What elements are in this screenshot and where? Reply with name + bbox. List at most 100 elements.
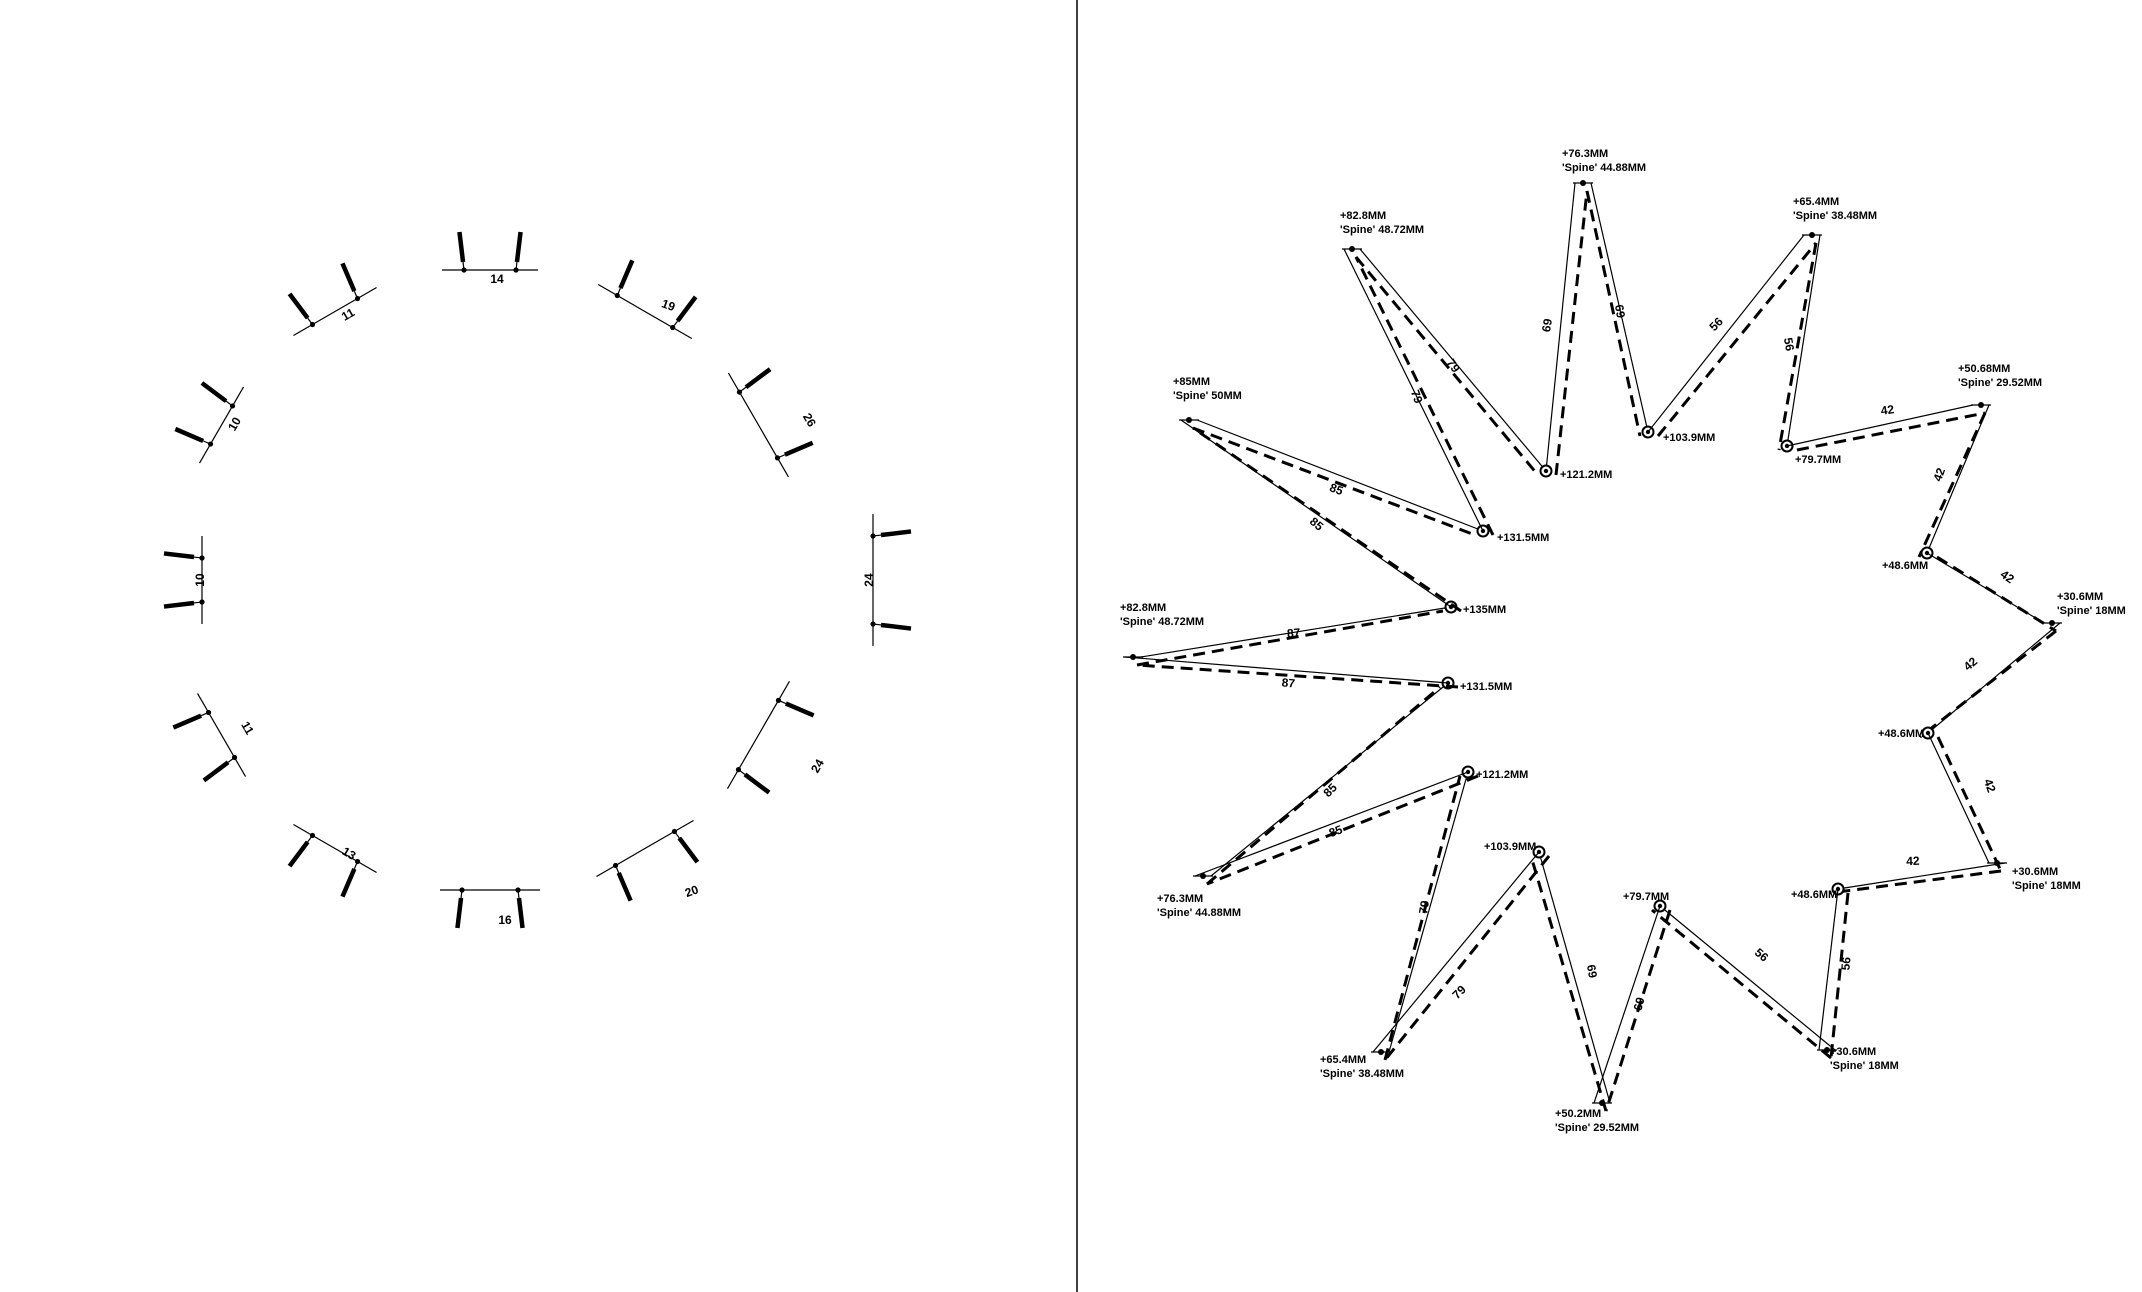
- piece-bar: [172, 713, 203, 730]
- star-tip-node: [1378, 1049, 1384, 1055]
- piece-bar: [675, 295, 698, 323]
- right-dim-label: 42: [1906, 854, 1920, 868]
- right-dim-label: 42: [1961, 654, 1980, 674]
- right-dim-label: 56: [1706, 314, 1726, 334]
- svg-text:'Spine' 48.72MM: 'Spine' 48.72MM: [1120, 616, 1204, 628]
- inner-label: +121.2MM: [1476, 769, 1528, 781]
- star-edge: [1372, 851, 1540, 1053]
- right-dim-label: 87: [1281, 675, 1296, 690]
- inner-label: +79.7MM: [1623, 891, 1669, 903]
- piece-stub: [777, 454, 786, 459]
- star-dashed-edge: [1604, 909, 1672, 1112]
- star-edge: [1647, 234, 1805, 433]
- inner-label: +48.6MM: [1882, 560, 1928, 572]
- star-dashed-edge: [1206, 685, 1441, 886]
- inner-label: +131.5MM: [1497, 532, 1549, 544]
- right-dim-label: 42: [1880, 402, 1895, 418]
- right-dim-label: 69: [1584, 964, 1600, 980]
- piece-stub: [872, 534, 882, 537]
- piece-stub: [778, 699, 787, 705]
- star-dashed-edge: [1917, 412, 1987, 558]
- svg-text:'Spine' 18MM: 'Spine' 18MM: [2057, 605, 2126, 617]
- svg-text:+82.8MM: +82.8MM: [1120, 602, 1166, 614]
- star-edge: [1343, 248, 1484, 532]
- svg-text:+50.68MM: +50.68MM: [1958, 363, 2010, 375]
- left-dim-label: 24: [862, 573, 876, 587]
- right-dim-label: 85: [1328, 480, 1346, 498]
- star-tip-node: [1580, 180, 1586, 186]
- left-panel-pieces: [163, 231, 912, 929]
- svg-text:'Spine' 29.52MM: 'Spine' 29.52MM: [1958, 377, 2042, 389]
- right-dim-label: 79: [1449, 982, 1469, 1002]
- star-inner-node: [1543, 468, 1549, 474]
- right-dim-label: 87: [1286, 625, 1301, 640]
- piece-stub: [738, 769, 746, 775]
- piece-stub: [517, 889, 520, 899]
- star-dashed-edge: [1206, 774, 1479, 886]
- star-edge: [1359, 248, 1547, 472]
- piece-stub: [193, 601, 203, 604]
- right-dim-label: 56: [1838, 956, 1853, 971]
- star-dashed-edge: [1651, 908, 1832, 1060]
- outer-label: +82.8MM 'Spine' 48.72MM: [1120, 602, 1204, 628]
- piece-bar: [163, 600, 195, 609]
- star-edge: [1196, 419, 1484, 532]
- piece-stub: [307, 317, 313, 325]
- svg-text:+30.6MM: +30.6MM: [2057, 591, 2103, 603]
- svg-text:'Spine' 29.52MM: 'Spine' 29.52MM: [1555, 1122, 1639, 1134]
- star-tip-node: [1994, 860, 2000, 866]
- piece-bar: [616, 871, 633, 902]
- star-dashed-edge: [1136, 663, 1459, 689]
- left-dim-label: 26: [800, 411, 819, 430]
- right-dim-label: 79: [1444, 356, 1463, 375]
- piece-stub: [616, 287, 622, 296]
- piece-bar: [516, 897, 525, 929]
- right-dim-label: 42: [1930, 466, 1948, 484]
- outer-label: +50.68MM 'Spine' 29.52MM: [1958, 363, 2042, 389]
- left-dim-label: 10: [225, 414, 244, 433]
- right-dim-label: 42: [1981, 777, 1999, 795]
- left-dim-label: 11: [238, 719, 257, 737]
- right-dim-label: 79: [1408, 388, 1426, 406]
- star-edge: [1140, 606, 1452, 658]
- star-dashed-edge: [1777, 242, 1818, 451]
- piece-baseline: [597, 284, 693, 340]
- piece-bar: [880, 529, 912, 538]
- piece-bar: [744, 367, 772, 390]
- star-edge: [1927, 732, 1990, 864]
- piece-baseline: [199, 386, 245, 464]
- piece-stub: [739, 386, 747, 393]
- piece-stub: [353, 861, 359, 870]
- piece-stub: [615, 865, 620, 874]
- outer-label: +76.3MM'Spine' 44.88MM: [1562, 148, 1646, 174]
- inner-label: +135MM: [1463, 604, 1506, 616]
- piece-bar: [163, 551, 195, 560]
- star-edge: [1194, 771, 1469, 877]
- svg-text:+76.3MM: +76.3MM: [1562, 148, 1608, 160]
- svg-text:'Spine' 44.88MM: 'Spine' 44.88MM: [1157, 907, 1241, 919]
- piece-baseline: [596, 819, 694, 877]
- star-dashed-edge: [1919, 629, 2057, 739]
- outer-label: +65.4MM'Spine' 38.48MM: [1320, 1054, 1404, 1080]
- piece-baseline: [293, 287, 377, 337]
- piece-baseline: [727, 372, 789, 478]
- svg-text:+30.6MM: +30.6MM: [2012, 866, 2058, 878]
- piece-stub: [202, 440, 211, 445]
- outer-label: +65.4MM'Spine' 38.48MM: [1793, 196, 1877, 222]
- outer-label: +30.6MM'Spine' 18MM: [1830, 1046, 1899, 1072]
- piece-stub: [872, 623, 882, 626]
- piece-stub: [307, 835, 313, 843]
- right-dim-label: 85: [1307, 514, 1326, 534]
- piece-stub: [353, 290, 359, 299]
- piece-stub: [462, 261, 465, 271]
- piece-bar: [618, 259, 635, 290]
- right-dim-label: 69: [1631, 995, 1648, 1012]
- piece-stub: [673, 831, 680, 839]
- outer-label: +50.2MM'Spine' 29.52MM: [1555, 1108, 1639, 1134]
- outer-label: +30.6MM'Spine' 18MM: [2012, 866, 2081, 892]
- right-panel-star: [1123, 180, 2062, 1112]
- star-tip-node: [1349, 246, 1355, 252]
- star-edge: [1545, 182, 1576, 472]
- right-dim-label: 85: [1320, 780, 1340, 800]
